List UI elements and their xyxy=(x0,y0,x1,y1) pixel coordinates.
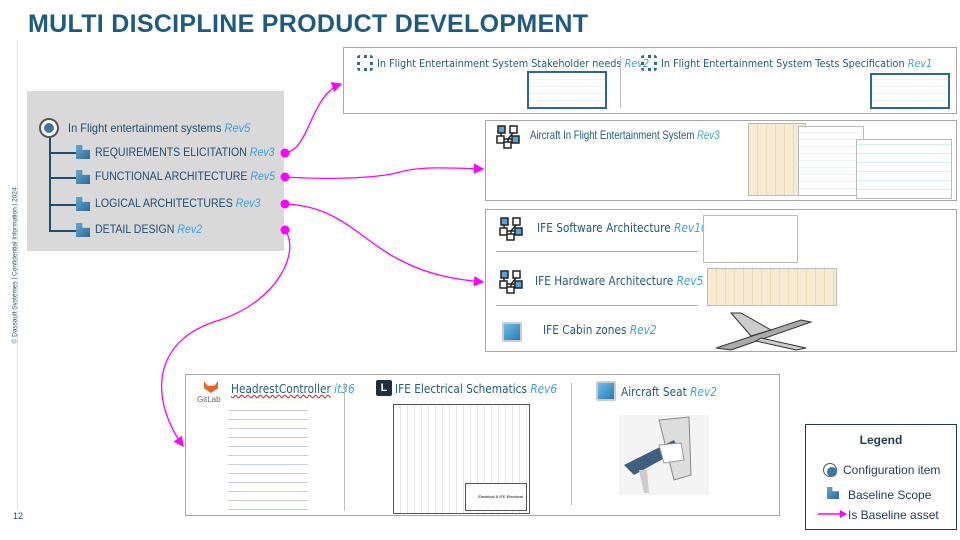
item-label: DETAIL DESIGN xyxy=(95,224,175,236)
link-logical xyxy=(284,203,485,287)
item-label: LOGICAL ARCHITECTURES xyxy=(95,198,233,210)
configuration-item-icon xyxy=(39,118,59,138)
cube-icon xyxy=(502,322,522,342)
asset-label: IFE Hardware Architecture xyxy=(535,274,674,288)
asset-rev: Rev6 xyxy=(530,382,558,396)
divider xyxy=(620,56,621,108)
divider xyxy=(344,383,345,511)
asset-aircraft-seat[interactable]: Aircraft Seat Rev2 xyxy=(621,385,717,399)
usecase-diagram-thumbnail xyxy=(748,123,806,196)
link-dot xyxy=(280,225,290,235)
link-dot xyxy=(280,172,290,182)
baseline-asset-arrow-icon xyxy=(818,510,847,518)
tree-branch xyxy=(49,230,77,232)
architecture-icon xyxy=(499,270,523,294)
asset-ife-hardware-architecture[interactable]: IFE Hardware Architecture Rev5 xyxy=(535,274,703,288)
software-arch-thumbnail xyxy=(703,215,798,263)
asset-label: In Flight Entertainment System Stakehold… xyxy=(377,57,622,70)
tree-trunk xyxy=(49,136,51,231)
item-label: FUNCTIONAL ARCHITECTURE xyxy=(95,171,248,183)
asset-label: Aircraft Seat xyxy=(621,385,687,399)
item-rev: Rev2 xyxy=(177,224,203,236)
sequence-diagram-thumbnail xyxy=(798,126,864,196)
link-dot xyxy=(280,148,290,158)
schematic-thumbnail: Electrical & IFE Electrical xyxy=(393,404,530,514)
asset-rev: Rev2 xyxy=(690,385,717,399)
tree-item-requirements[interactable]: REQUIREMENTS ELICITATION Rev3 xyxy=(95,147,275,159)
tree-root[interactable]: In Flight entertainment systems Rev5 xyxy=(68,121,250,135)
asset-aircraft-ife-system[interactable]: Aircraft In Flight Entertainment System … xyxy=(530,128,719,142)
source-code-thumbnail xyxy=(228,403,308,515)
item-rev: Rev3 xyxy=(249,147,275,159)
architecture-icon xyxy=(499,217,523,241)
gitlab-logo-text: GitLab xyxy=(197,395,221,404)
tree-item-detail[interactable]: DETAIL DESIGN Rev2 xyxy=(95,224,202,236)
page-title: MULTI DISCIPLINE PRODUCT DEVELOPMENT xyxy=(28,10,589,38)
divider xyxy=(496,251,698,252)
link-detail xyxy=(161,229,291,448)
gitlab-icon xyxy=(204,381,218,393)
tree-branch xyxy=(49,177,77,179)
legend-baseline-scope: Baseline Scope xyxy=(848,488,932,502)
asset-label: IFE Software Architecture xyxy=(537,221,671,235)
asset-rev: Rev1 xyxy=(907,57,933,70)
tree-branch xyxy=(49,152,77,154)
page-number: 12 xyxy=(13,511,24,521)
asset-rev: Rev3 xyxy=(697,128,720,142)
requirement-icon xyxy=(641,55,657,71)
baseline-scope-icon xyxy=(827,487,839,499)
legend-title: Legend xyxy=(859,433,903,447)
legend: Legend Configuration item Baseline Scope… xyxy=(805,424,957,530)
link-requirements xyxy=(284,82,343,154)
item-rev: Rev5 xyxy=(250,171,276,183)
functional-assets-box: Aircraft In Flight Entertainment System … xyxy=(485,120,957,201)
divider xyxy=(571,383,572,505)
link-functional xyxy=(284,163,485,180)
asset-ife-software-architecture[interactable]: IFE Software Architecture Rev10 xyxy=(537,221,708,235)
configuration-tree: In Flight entertainment systems Rev5 REQ… xyxy=(27,91,284,251)
schematic-title-block: Electrical & IFE Electrical xyxy=(465,483,527,511)
asset-label: HeadrestController xyxy=(231,382,331,396)
hardware-arch-thumbnail xyxy=(707,268,837,306)
item-rev: Rev3 xyxy=(235,198,261,210)
asset-rev: Rev2 xyxy=(629,323,657,337)
asset-label: Aircraft In Flight Entertainment System xyxy=(530,128,695,142)
cube-icon xyxy=(596,381,616,401)
asset-ife-cabin-zones[interactable]: IFE Cabin zones Rev2 xyxy=(543,323,657,337)
aircraft-seat-thumbnail xyxy=(619,415,709,495)
legend-is-baseline-asset: Is Baseline asset xyxy=(848,508,939,522)
divider xyxy=(496,305,698,306)
asset-tests-specification[interactable]: In Flight Entertainment System Tests Spe… xyxy=(661,57,932,70)
asset-headrest-controller[interactable]: HeadrestController it36 xyxy=(231,382,355,396)
logical-schematic-icon: L xyxy=(376,380,392,396)
asset-ife-electrical-schematics[interactable]: IFE Electrical Schematics Rev6 xyxy=(395,382,557,396)
tree-branch xyxy=(49,204,77,206)
aircraft-thumbnail xyxy=(715,312,813,351)
tests-spec-thumbnail xyxy=(870,73,950,109)
asset-label: IFE Electrical Schematics xyxy=(395,382,527,396)
root-rev: Rev5 xyxy=(224,121,251,135)
tree-item-logical[interactable]: LOGICAL ARCHITECTURES Rev3 xyxy=(95,198,260,210)
detail-design-assets-box: GitLab HeadrestController it36 L IFE Ele… xyxy=(185,374,780,516)
asset-stakeholder-needs[interactable]: In Flight Entertainment System Stakehold… xyxy=(377,57,649,70)
asset-label: IFE Cabin zones xyxy=(543,323,627,337)
configuration-item-icon xyxy=(823,463,837,477)
flow-diagram-thumbnail xyxy=(856,139,952,199)
margin-line xyxy=(17,40,18,510)
stakeholder-needs-thumbnail xyxy=(527,71,607,109)
asset-rev: Rev10 xyxy=(674,221,708,235)
logical-assets-box: IFE Software Architecture Rev10 IFE Hard… xyxy=(485,209,957,352)
requirements-assets-box: In Flight Entertainment System Stakehold… xyxy=(343,47,957,114)
tree-item-functional[interactable]: FUNCTIONAL ARCHITECTURE Rev5 xyxy=(95,171,275,183)
item-label: REQUIREMENTS ELICITATION xyxy=(95,147,247,159)
legend-configuration-item: Configuration item xyxy=(843,463,941,477)
asset-rev: Rev5 xyxy=(676,274,704,288)
root-label: In Flight entertainment systems xyxy=(68,121,222,135)
asset-label: In Flight Entertainment System Tests Spe… xyxy=(661,57,905,70)
requirement-icon xyxy=(357,55,373,71)
link-dot xyxy=(280,199,290,209)
architecture-icon xyxy=(496,125,520,149)
